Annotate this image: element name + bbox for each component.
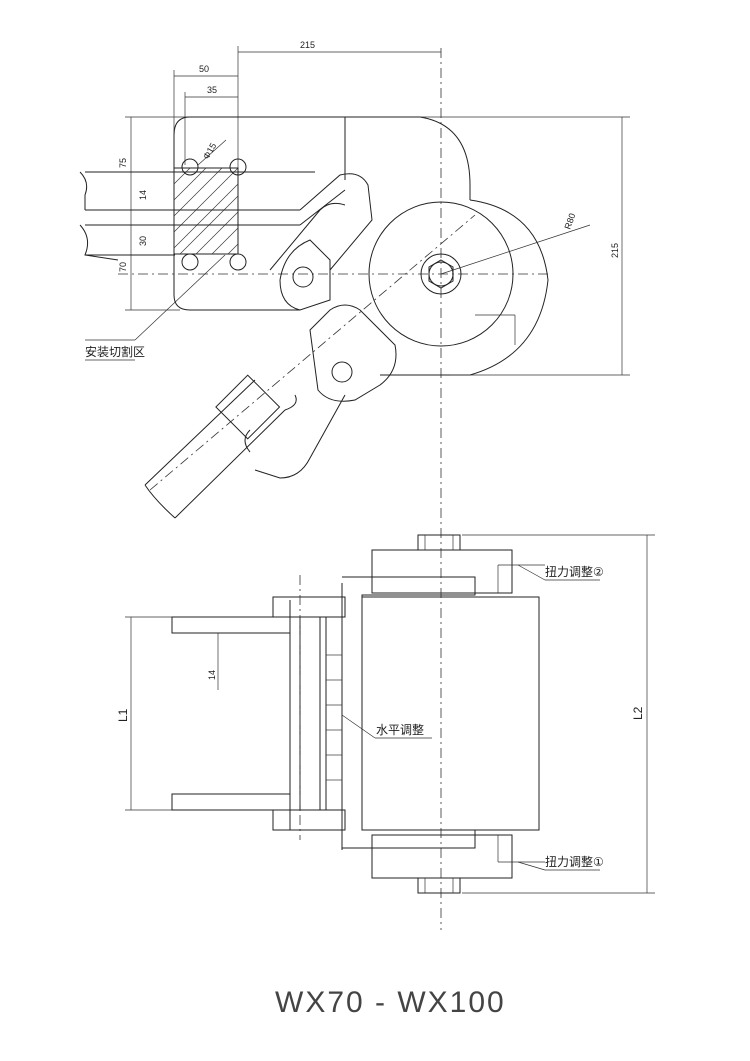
arm-centerline xyxy=(149,214,476,491)
label-install-cut-area: 安装切割区 xyxy=(85,344,145,359)
main-wheel xyxy=(368,201,514,347)
wheel-body xyxy=(361,596,540,831)
bolt-top xyxy=(417,534,461,551)
dim-70: 70 xyxy=(118,262,128,272)
bottom-view: L1 14 xyxy=(116,534,655,894)
pin-top-cap xyxy=(272,596,346,618)
pin-bottom-cap xyxy=(272,809,346,831)
side-bracket xyxy=(171,616,291,811)
pivot-pin xyxy=(292,266,314,288)
dim-L1: L1 xyxy=(116,708,130,722)
label-torque-adjust-2: 扭力调整② xyxy=(545,564,604,579)
mounting-hole xyxy=(181,253,199,271)
level-ticks xyxy=(326,654,342,781)
mounting-hole xyxy=(229,253,247,271)
dim-35: 35 xyxy=(207,85,217,95)
label-torque-adjust-1: 扭力调整① xyxy=(545,854,604,869)
dim-14: 14 xyxy=(138,190,148,200)
dim-R80: R80 xyxy=(562,212,577,231)
drawing-title: WX70 - WX100 xyxy=(275,986,506,1019)
rail-section xyxy=(79,171,119,261)
arm-sleeve xyxy=(215,374,281,440)
dim-14-bottom: 14 xyxy=(207,670,217,680)
bracket-plate xyxy=(173,116,471,311)
linkage-arm xyxy=(269,173,373,271)
torque-cap-top xyxy=(371,549,513,594)
bolt-bottom xyxy=(417,877,461,894)
wheel-housing xyxy=(380,199,549,376)
hub-nut xyxy=(428,259,454,289)
dim-50: 50 xyxy=(199,64,209,74)
hatch-lines xyxy=(173,167,239,255)
hub-outer xyxy=(420,253,462,295)
mounting-hole xyxy=(229,158,247,176)
install-cut-area xyxy=(173,167,239,255)
lower-arm xyxy=(144,379,286,519)
label-level-adjust: 水平调整 xyxy=(376,722,424,737)
pivot-pin xyxy=(331,361,353,383)
dim-L2: L2 xyxy=(631,706,645,720)
mounting-hole xyxy=(181,158,199,176)
dim-215-right: 215 xyxy=(610,243,620,258)
dim-75: 75 xyxy=(118,158,128,168)
dim-phi15: Φ15 xyxy=(201,141,218,161)
dim-30: 30 xyxy=(138,236,148,246)
pin-shaft xyxy=(299,616,321,811)
torque-cap-bottom xyxy=(371,834,513,879)
dim-215-top: 215 xyxy=(300,40,315,50)
top-view: 215 50 35 Φ15 75 14 30 70 xyxy=(79,40,630,930)
